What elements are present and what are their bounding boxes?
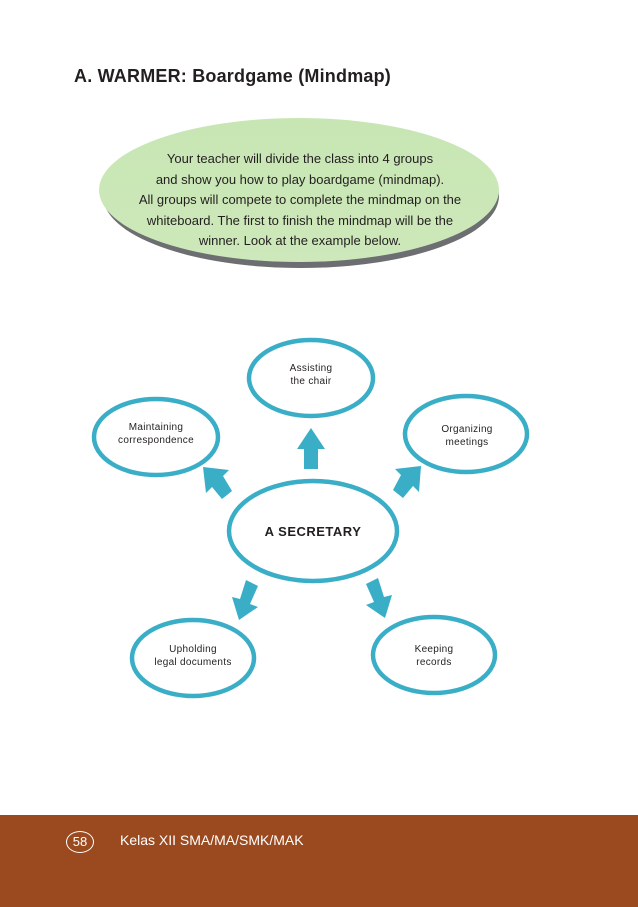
page-heading: A. WARMER: Boardgame (Mindmap) bbox=[74, 66, 392, 86]
node-outline-maintaining bbox=[91, 396, 221, 478]
intro-text: Your teacher will divide the class into … bbox=[110, 149, 490, 252]
footer-band bbox=[0, 815, 638, 907]
node-assisting: Assisting the chair bbox=[261, 362, 361, 388]
node-outline-organizing bbox=[402, 393, 530, 475]
node-organizing: Organizing meetings bbox=[417, 423, 517, 449]
intro-line: All groups will compete to complete the … bbox=[138, 192, 462, 207]
center-node-label: A SECRETARY bbox=[264, 524, 362, 539]
node-maintaining: Maintaining correspondence bbox=[106, 421, 206, 447]
node-outline-upholding bbox=[129, 617, 257, 699]
intro-line: whiteboard. The first to finish the mind… bbox=[146, 212, 454, 228]
node-upholding: Upholding legal documents bbox=[143, 643, 243, 669]
node-label-line: records bbox=[416, 657, 452, 668]
node-label-line: meetings bbox=[445, 437, 489, 448]
node-label-line: Assisting bbox=[289, 363, 333, 374]
intro-line: Your teacher will divide the class into … bbox=[166, 151, 434, 166]
arrow-to-assisting bbox=[297, 428, 325, 469]
node-outline-keeping bbox=[370, 614, 498, 696]
arrow-to-organizing bbox=[393, 466, 421, 498]
footer-title: Kelas XII SMA/MA/SMK/MAK bbox=[120, 832, 304, 848]
node-outline-assisting bbox=[246, 337, 376, 419]
node-label-line: Upholding bbox=[169, 644, 217, 655]
arrow-to-maintaining bbox=[203, 467, 232, 499]
intro-line: and show you how to play boardgame (mind… bbox=[155, 171, 445, 187]
intro-bubble bbox=[99, 118, 499, 262]
center-node-outline bbox=[226, 478, 400, 584]
intro-line: winner. Look at the example below. bbox=[198, 233, 402, 248]
arrow-to-keeping bbox=[366, 578, 392, 618]
node-label-line: legal documents bbox=[154, 657, 232, 668]
page-number: 58 bbox=[66, 831, 94, 853]
node-label-line: Maintaining bbox=[128, 422, 184, 433]
node-keeping: Keeping records bbox=[384, 643, 484, 669]
node-label-line: correspondence bbox=[118, 435, 194, 446]
node-label-line: Keeping bbox=[414, 644, 454, 655]
arrow-to-upholding bbox=[232, 580, 258, 620]
node-label-line: the chair bbox=[290, 376, 332, 387]
node-label-line: Organizing bbox=[441, 424, 493, 435]
